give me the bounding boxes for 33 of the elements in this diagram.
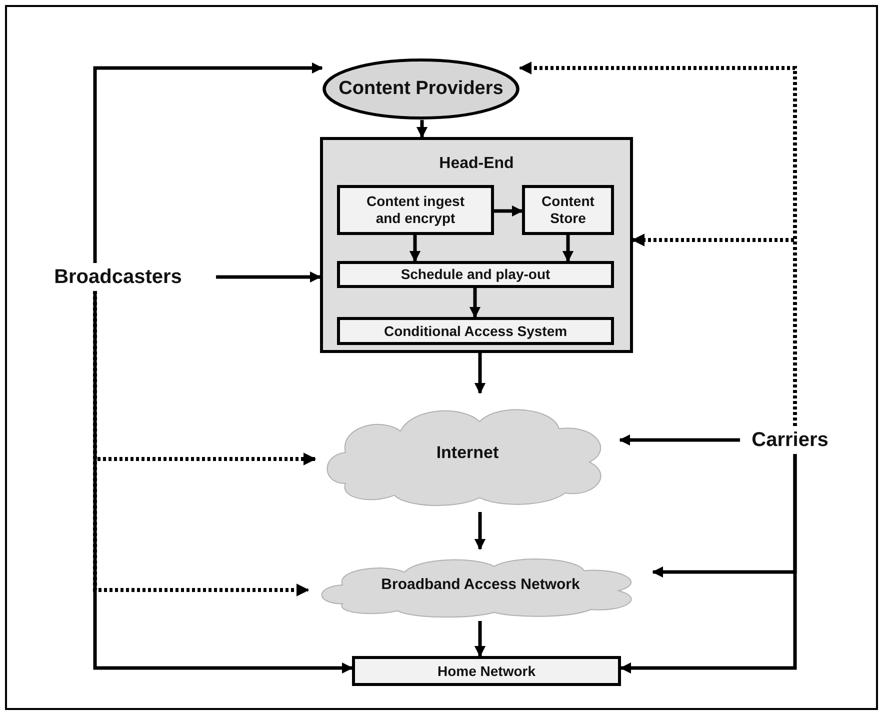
- node-text: Content ingest and encrypt: [366, 192, 466, 228]
- arrow: [93, 62, 324, 263]
- node-text: Head-End: [438, 154, 515, 174]
- node-text: Broadcasters: [53, 265, 183, 290]
- arrow: [620, 454, 797, 674]
- arrow: [494, 205, 524, 217]
- arrow: [474, 512, 486, 550]
- node-text: Home Network: [436, 662, 537, 680]
- arrow: [474, 353, 486, 394]
- arrow: [216, 271, 322, 283]
- node-text: Carriers: [750, 428, 830, 453]
- arrow: [562, 235, 574, 262]
- node-text: Conditional Access System: [382, 322, 568, 341]
- dotted-arrow: [93, 291, 310, 596]
- arrow: [469, 288, 481, 318]
- process-box: [352, 656, 621, 686]
- arrow: [474, 621, 486, 658]
- arrow: [618, 434, 740, 446]
- node-text: Content Providers: [338, 76, 504, 101]
- node-text: Internet: [435, 442, 500, 464]
- process-box: [522, 185, 614, 235]
- arrow: [409, 235, 421, 262]
- arrow: [93, 291, 354, 674]
- process-box: [337, 185, 494, 235]
- arrow: [416, 120, 428, 138]
- dotted-arrow: [632, 234, 797, 426]
- node-text: Content Store: [540, 192, 596, 228]
- node-text: Broadband Access Network: [380, 574, 581, 595]
- oval-node: [322, 58, 520, 120]
- process-box: [337, 261, 614, 288]
- group-box: [320, 137, 633, 353]
- node-text: Schedule and play-out: [400, 265, 552, 284]
- process-box: [337, 317, 614, 345]
